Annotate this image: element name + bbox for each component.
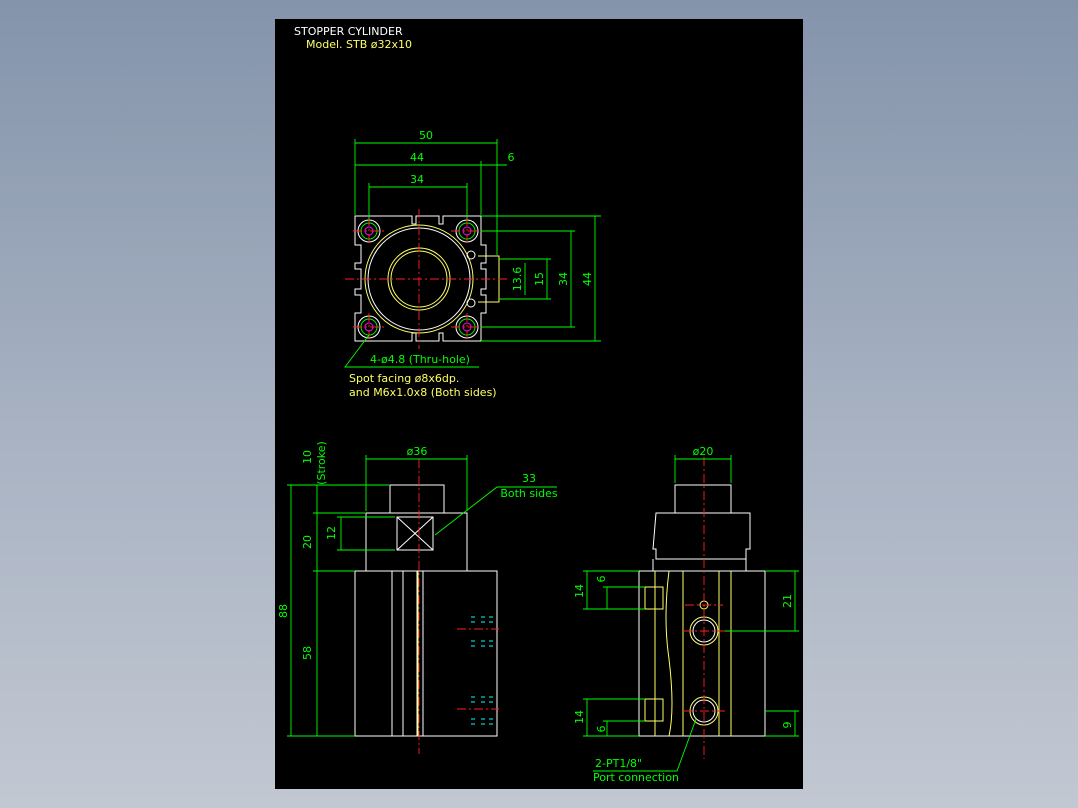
top-view: 50 44 34 6 44 34 15 13.6 4-ø4.8 (Thru-ho… <box>344 129 601 399</box>
dim-6: 6 <box>508 151 515 164</box>
port-hole-upper <box>466 250 476 260</box>
dim-stroke-label: (Stroke) <box>315 441 328 485</box>
port-leader <box>593 718 697 772</box>
port-note-2: Port connection <box>593 771 679 784</box>
both-sides-note: Both sides <box>500 487 558 500</box>
dim-v15: 15 <box>533 272 546 286</box>
cad-drawing: STOPPER CYLINDER Model. STB ø32x10 <box>277 25 799 784</box>
right-dims: 44 34 15 13.6 <box>481 215 601 342</box>
drawing-title: STOPPER CYLINDER <box>294 25 403 38</box>
dim-12: 12 <box>325 526 338 540</box>
side-body <box>638 570 766 737</box>
top-dims: 50 44 34 6 <box>354 129 515 255</box>
sensor-slots <box>457 616 499 725</box>
dim-v34: 34 <box>557 272 570 286</box>
dim-v13-6: 13.6 <box>511 267 524 292</box>
side-rod-head <box>674 484 732 514</box>
dim-33: 33 <box>522 472 536 485</box>
dim-stroke-10: 10 <box>301 450 314 464</box>
dim-port-14-upper: 14 <box>573 584 586 598</box>
model-label: Model. STB ø32x10 <box>306 38 412 51</box>
wrench-flats <box>396 516 434 551</box>
hole-note-3: and M6x1.0x8 (Both sides) <box>349 386 497 399</box>
dim-50: 50 <box>419 129 433 142</box>
dim-phi36: ø36 <box>407 445 428 458</box>
front-view: ø36 10 (Stroke) 12 20 88 58 33 Both side… <box>277 441 558 754</box>
cylinder-body <box>354 570 498 737</box>
dim-port-6-upper: 6 <box>595 576 608 583</box>
hole-note-2: Spot facing ø8x6dp. <box>349 372 459 385</box>
side-head-block <box>652 512 751 560</box>
dim-port-14-lower: 14 <box>573 710 586 724</box>
port-upper-inner <box>692 619 716 643</box>
dim-20: 20 <box>301 535 314 549</box>
port-hole-lower <box>466 298 476 308</box>
dim-88: 88 <box>277 604 290 618</box>
dim-58: 58 <box>301 646 314 660</box>
side-view: ø20 14 6 14 6 21 9 2-PT1/8" Port connect… <box>573 445 799 784</box>
rod-head <box>389 484 445 514</box>
dim-9: 9 <box>781 722 794 729</box>
dim-34: 34 <box>410 173 424 186</box>
hole-note-1: 4-ø4.8 (Thru-hole) <box>370 353 470 366</box>
dim-44: 44 <box>410 151 424 164</box>
port-note-1: 2-PT1/8" <box>595 757 642 770</box>
drawing-sheet: STOPPER CYLINDER Model. STB ø32x10 <box>275 19 803 789</box>
dim-21: 21 <box>781 594 794 608</box>
side-boss-lower <box>644 698 664 722</box>
flats-leader <box>434 486 557 536</box>
section-break <box>665 570 673 737</box>
dim-phi20: ø20 <box>693 445 714 458</box>
dim-port-6-lower: 6 <box>595 726 608 733</box>
hole-note-leader <box>344 334 479 368</box>
side-boss-upper <box>644 586 664 610</box>
dim-v44: 44 <box>581 272 594 286</box>
